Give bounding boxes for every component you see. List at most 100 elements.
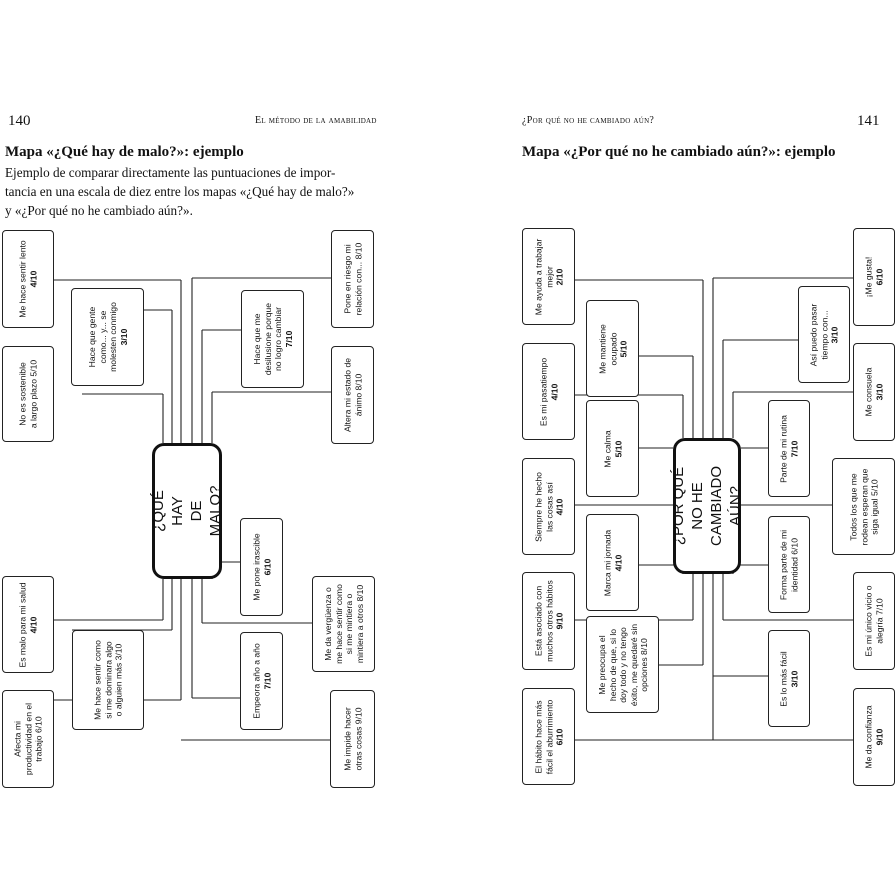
item-box: Me da vergüenza o me hace sentir como si… bbox=[312, 576, 375, 672]
item-score: 7/10 bbox=[283, 330, 293, 348]
item-text: Está asociado con muchos otros hábitos bbox=[532, 580, 554, 662]
item-box: Afecta mi productividad en el trabajo 6/… bbox=[2, 690, 54, 788]
item-box: Altera mi estado de ánimo 8/10 bbox=[331, 346, 374, 444]
item-box: Hace que me desilusione porque no logro … bbox=[241, 290, 304, 388]
item-text: Me hace sentir lento bbox=[17, 240, 28, 318]
item-score: 3/10 bbox=[874, 383, 884, 401]
item-text: Me da vergüenza o me hace sentir como si… bbox=[322, 584, 365, 664]
item-box: Así puedo pasar tiempo con...3/10 bbox=[798, 286, 850, 383]
center-label: ¿POR QUÉ NO HE CAMBIADO AÚN? bbox=[670, 465, 744, 547]
item-text: Es malo para mi salud bbox=[17, 581, 28, 668]
item-score: 4/10 bbox=[548, 383, 559, 400]
running-head: El método de la amabilidad bbox=[255, 115, 377, 126]
center-label: ¿QUÉ HAY DE MALO? bbox=[150, 485, 224, 537]
item-text: Me consuela bbox=[863, 367, 874, 417]
item-text: Es mi pasatiempo bbox=[538, 357, 548, 426]
item-score: 9/10 bbox=[553, 612, 564, 630]
item-text: Marca mi jornada bbox=[602, 529, 612, 596]
item-text: Altera mi estado de ánimo 8/10 bbox=[342, 357, 363, 433]
item-box: No es sostenible a largo plazo 5/10 bbox=[2, 346, 54, 442]
item-text: Todos los que me rodean esperan que siga… bbox=[847, 468, 879, 545]
section-title: Mapa «¿Por qué no he cambiado aún?»: eje… bbox=[522, 144, 836, 160]
item-score: 4/10 bbox=[612, 554, 623, 571]
section-title: Mapa «¿Qué hay de malo?»: ejemplo bbox=[5, 144, 244, 160]
item-box: El hábito hace más fácil el aburrimiento… bbox=[522, 688, 575, 785]
item-text: Afecta mi productividad en el trabajo 6/… bbox=[12, 702, 44, 776]
item-score: 9/10 bbox=[874, 728, 884, 746]
item-score: 4/10 bbox=[553, 498, 564, 515]
item-text: Hace que gente como... y... se molesten … bbox=[86, 302, 118, 372]
intro-paragraph: Ejemplo de comparar directamente las pun… bbox=[5, 163, 354, 220]
item-box: Forma parte de mi identidad 6/10 bbox=[768, 516, 810, 613]
item-text: Me preocupa el hecho de que, si lo doy t… bbox=[596, 623, 649, 706]
item-text: Me hace sentir como si me dominara algo … bbox=[92, 640, 124, 720]
item-text: Es lo más fácil bbox=[778, 650, 789, 707]
item-text: Así puedo pasar tiempo con... bbox=[808, 303, 829, 366]
item-text: Empeora año a año bbox=[251, 643, 261, 719]
item-text: Me ayuda a trabajar mejor bbox=[532, 238, 554, 315]
item-box: Pone en riesgo mi relación con... 8/10 bbox=[331, 230, 374, 328]
item-score: 4/10 bbox=[28, 616, 38, 633]
item-text: Me mantiene ocupado bbox=[596, 323, 618, 374]
item-box: Todos los que me rodean esperan que siga… bbox=[832, 458, 895, 555]
item-text: Hace que me desilusione porque no logro … bbox=[251, 302, 283, 376]
item-box: ¡Me gusta!6/10 bbox=[853, 228, 895, 326]
connector-lines bbox=[575, 277, 853, 741]
intro-line: y «¿Por qué no he cambiado aún?». bbox=[5, 203, 193, 218]
running-head: ¿Por qué no he cambiado aún? bbox=[522, 115, 655, 126]
item-box: Me preocupa el hecho de que, si lo doy t… bbox=[586, 616, 659, 713]
item-text: Siempre he hecho las cosas así bbox=[532, 471, 554, 542]
right-page: ¿Por qué no he cambiado aún? 141 Mapa «¿… bbox=[448, 0, 896, 896]
item-box: Me hace sentir como si me dominara algo … bbox=[72, 630, 144, 730]
item-score: 4/10 bbox=[28, 270, 38, 288]
center-node: ¿QUÉ HAY DE MALO? bbox=[150, 443, 224, 579]
item-text: Pone en riesgo mi relación con... 8/10 bbox=[342, 242, 363, 316]
item-score: 5/10 bbox=[617, 340, 628, 357]
center-node: ¿POR QUÉ NO HE CAMBIADO AÚN? bbox=[670, 438, 744, 574]
left-page: 140 El método de la amabilidad Mapa «¿Qu… bbox=[2, 113, 377, 788]
item-box: Me impide hacer otras cosas 9/10 bbox=[330, 690, 375, 788]
item-score: 7/10 bbox=[261, 672, 272, 690]
item-score: 2/10 bbox=[553, 268, 564, 285]
item-box: Hace que gente como... y... se molesten … bbox=[71, 288, 144, 386]
connector-lines bbox=[43, 277, 331, 741]
item-score: 6/10 bbox=[553, 728, 564, 745]
item-score: 5/10 bbox=[612, 440, 623, 457]
item-text: Me calma bbox=[602, 429, 612, 468]
item-text: Me impide hacer otras cosas 9/10 bbox=[342, 707, 363, 771]
item-score: 3/10 bbox=[789, 670, 799, 687]
page-number: 141 bbox=[857, 113, 880, 129]
item-text: Forma parte de mi identidad 6/10 bbox=[778, 529, 800, 600]
intro-line: Ejemplo de comparar directamente las pun… bbox=[5, 165, 336, 180]
item-score: 6/10 bbox=[261, 558, 272, 576]
item-text: Me da confianza bbox=[863, 705, 874, 769]
intro-line: tancia en una escala de diez entre los m… bbox=[5, 184, 355, 199]
item-text: Me pone irascible bbox=[251, 533, 261, 601]
item-score: 3/10 bbox=[118, 328, 128, 346]
item-score: 7/10 bbox=[789, 440, 799, 457]
item-score: 6/10 bbox=[874, 268, 884, 286]
item-text: El hábito hace más fácil el aburrimiento bbox=[532, 699, 554, 774]
item-text: Es mi único vicio o alegría 7/10 bbox=[863, 585, 885, 657]
item-text: No es sostenible a largo plazo 5/10 bbox=[17, 359, 39, 429]
item-text: ¡Me gusta! bbox=[863, 256, 874, 298]
item-score: 3/10 bbox=[829, 326, 840, 343]
page-number: 140 bbox=[8, 113, 31, 129]
item-text: Parte de mi rutina bbox=[778, 414, 789, 483]
item-box: Es mi único vicio o alegría 7/10 bbox=[853, 572, 895, 670]
